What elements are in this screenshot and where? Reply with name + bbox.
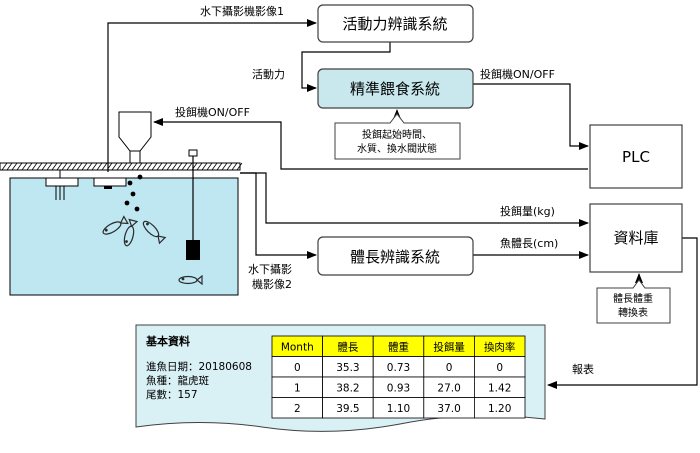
table-cell-text: 0	[294, 362, 301, 374]
tank-rim	[0, 162, 243, 171]
callout-text-line1: 投餌起始時間、	[362, 128, 432, 141]
feeder-onoff-left-label: 投餌機ON/OFF	[175, 105, 250, 119]
table-cell-text: 39.5	[336, 403, 359, 415]
table-header-text: 體長	[337, 341, 358, 353]
report-card: 基本資料 進魚日期：20180608 魚種：龍虎斑 尾數：157 Month 體長…	[135, 324, 546, 432]
table-cell-text: 37.0	[437, 403, 460, 415]
table-header-text: 換肉率	[484, 340, 516, 353]
table-header-text: 體重	[388, 340, 409, 353]
conversion-table-callout: 體長體重 轉換表	[596, 279, 671, 324]
feeding-input-callout: 投餌起始時間、 水質、換水閥狀態	[334, 113, 461, 160]
table-cell-text: 1.10	[387, 403, 410, 415]
report-line-0: 進魚日期：20180608	[146, 360, 252, 373]
table-cell	[473, 397, 526, 419]
table-cell-text: 1.42	[488, 382, 511, 394]
plc-box: PLC	[589, 124, 683, 189]
camera2-to-body-length-arrow	[240, 172, 317, 259]
camera2-label-line2: 機影像2	[252, 277, 292, 291]
table-header-text: 投餌量	[433, 340, 465, 353]
precision-feeding-label: 精準餵食系統	[350, 80, 440, 98]
callout-text-line2: 水質、換水閥狀態	[357, 142, 437, 155]
activity-recognition-box: 活動力辨識系統	[317, 4, 474, 43]
fish-length-label: 魚體長(cm)	[500, 237, 558, 250]
underwater-camera-1-icon	[45, 170, 79, 200]
feed-pellets-icon	[124, 174, 143, 212]
report-line-1: 魚種：龍虎斑	[146, 374, 209, 387]
fish-icon	[102, 215, 203, 286]
report-label: 報表	[572, 362, 594, 376]
table-cell-text: 0	[496, 362, 503, 374]
conversion-text-line1: 體長體重	[613, 292, 653, 305]
water-quality-probe-icon	[186, 149, 200, 260]
database-box: 資料庫	[589, 203, 683, 273]
feeding-to-plc-arrow	[473, 83, 589, 150]
camera2-label-line1: 水下攝影	[248, 262, 292, 276]
table-cell-text: 35.3	[336, 362, 359, 374]
activity-system-label: 活動力辨識系統	[342, 15, 447, 33]
underwater-camera-2-mount-icon	[93, 177, 127, 189]
plc-to-feeder-arrow	[153, 118, 588, 170]
edge-labels: 水下攝影機影像1 活動力 投餌機ON/OFF 投餌機ON/OFF 投餌量(kg)…	[175, 4, 594, 376]
camera1-to-activity-arrow	[107, 19, 317, 172]
fish-tank	[0, 111, 243, 296]
tank-water	[9, 177, 239, 296]
connector-lines	[107, 19, 698, 389]
table-cell-text: 0	[446, 362, 453, 374]
table-cell-text: 38.2	[336, 382, 359, 394]
camera1-label: 水下攝影機影像1	[200, 4, 284, 18]
report-line-2: 尾數：157	[146, 388, 198, 401]
table-cell-text: 1.20	[488, 403, 511, 415]
body-length-system-label: 體長辨識系統	[350, 248, 440, 266]
database-label: 資料庫	[613, 229, 658, 247]
feeder-hopper-icon	[118, 111, 152, 164]
table-cell-text: 1	[294, 382, 301, 394]
activity-label: 活動力	[252, 67, 285, 81]
table-cell-text: 0.93	[387, 382, 410, 394]
database-to-report-arrow	[547, 237, 698, 389]
table-cell-text: 2	[294, 403, 301, 415]
activity-to-feeding-arrow	[301, 42, 391, 92]
feeder-onoff-right-label: 投餌機ON/OFF	[480, 67, 555, 81]
precision-feeding-box: 精準餵食系統	[317, 68, 474, 109]
report-table: Month 體長 體重 投餌量 換肉率 0 35.3 0.73 0 0 1 38.2 0.93 27.0 1…	[271, 335, 526, 419]
plc-label: PLC	[622, 148, 650, 166]
body-length-recognition-box: 體長辨識系統	[317, 236, 474, 276]
table-cell-text: 27.0	[437, 382, 460, 394]
conversion-text-line2: 轉換表	[618, 306, 648, 319]
table-header-text: Month	[281, 341, 314, 353]
table-cell-text: 0.73	[387, 362, 410, 374]
report-title: 基本資料	[145, 334, 190, 348]
feed-amount-label: 投餌量(kg)	[500, 204, 555, 218]
